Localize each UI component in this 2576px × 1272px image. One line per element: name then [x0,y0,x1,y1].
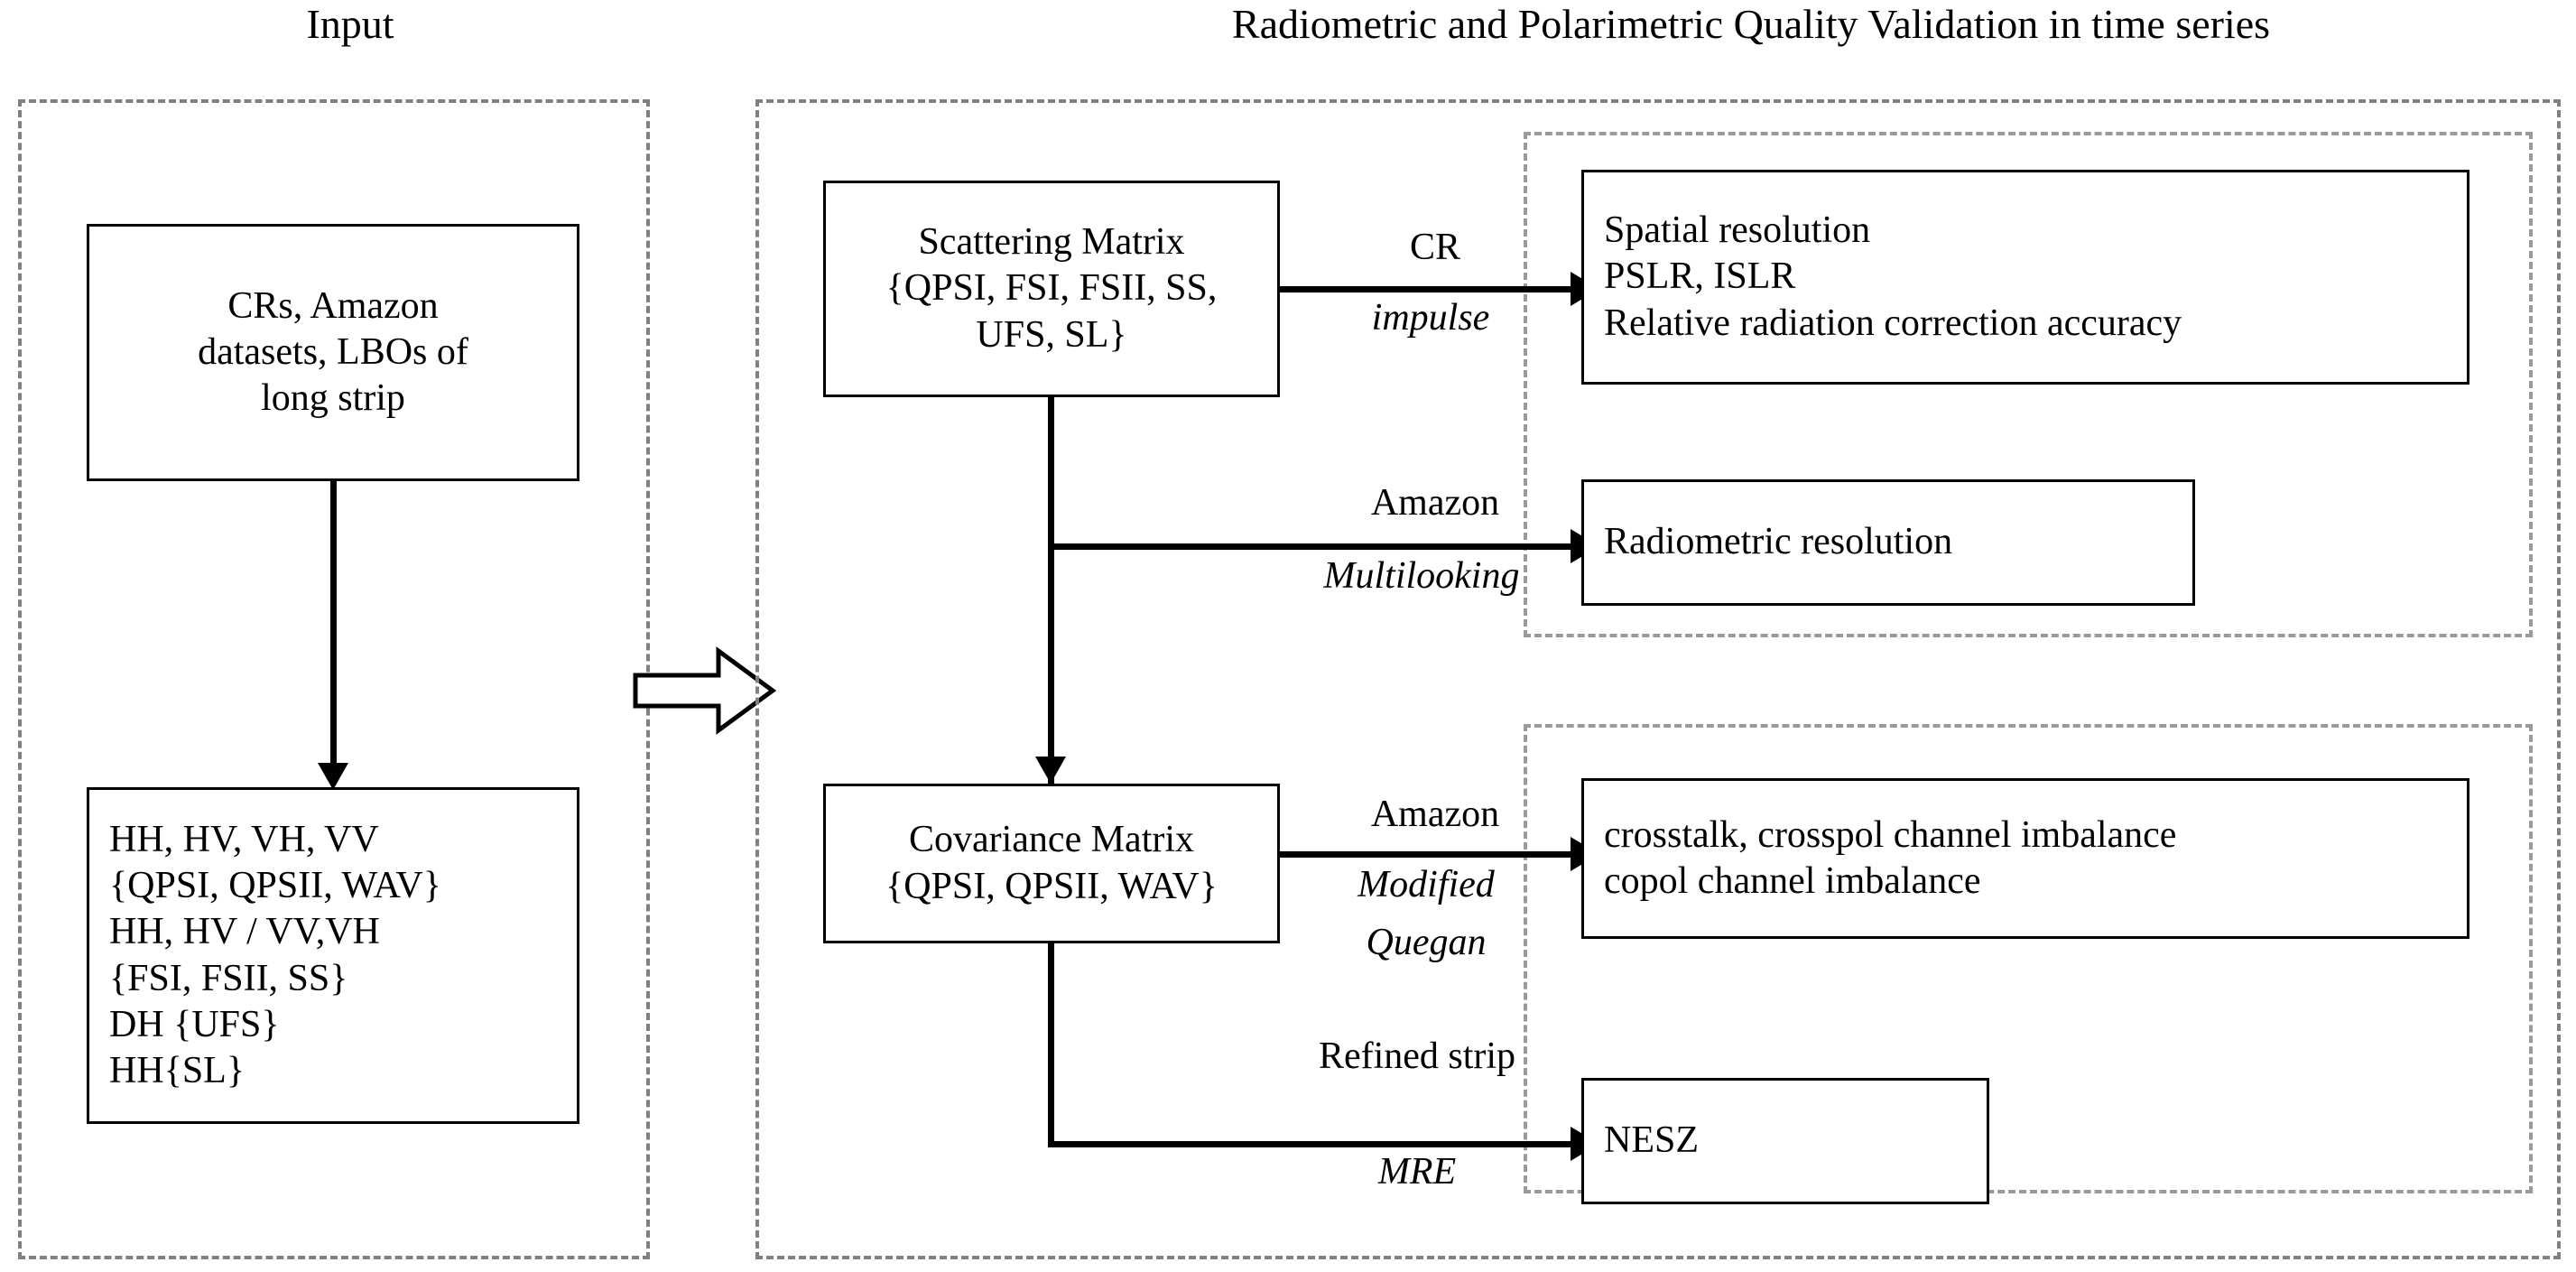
source-line-1: CRs, Amazon [227,284,439,327]
connector-covariance-trunk-down [1048,942,1054,1147]
spatial-line-1: Spatial resolution [1604,209,1871,252]
connector-scattering-to-spatial [1280,286,1587,292]
arrow-source-to-products-head [318,763,348,790]
edge-label-amazon-quegan-bottom-1: Modified [1357,864,1495,905]
block-arrow-right-icon [632,645,776,736]
source-data-box[interactable]: CRs, Amazon datasets, LBOs of long strip [87,224,579,481]
edge-label-cr-bottom: impulse [1371,297,1490,339]
connector-covariance-to-crosstalk [1280,851,1587,858]
scattering-matrix-box[interactable]: Scattering Matrix {QPSI, FSI, FSII, SS, … [823,181,1280,397]
page-title-input: Input [306,1,394,47]
connector-trunk-to-radiometric [1048,543,1587,550]
nesz-line-1: NESZ [1604,1119,1699,1162]
edge-label-mre-bottom: MRE [1377,1151,1457,1193]
scattering-line-3: UFS, SL} [976,313,1127,356]
crosstalk-box[interactable]: crosstalk, crosspol channel imbalance co… [1581,778,2469,939]
connector-source-to-products [330,481,337,770]
covariance-line-1: Covariance Matrix [908,819,1195,861]
page-title-validation: Radiometric and Polarimetric Quality Val… [1231,1,2271,47]
edge-label-amazon-quegan-top: Amazon [1370,794,1500,835]
scattering-line-1: Scattering Matrix [918,221,1185,264]
edge-label-amazon-multilooking-top: Amazon [1370,482,1500,524]
spatial-resolution-box[interactable]: Spatial resolution PSLR, ISLR Relative r… [1581,170,2469,385]
arrow-scattering-to-covariance-head [1035,757,1066,784]
edge-label-refined-strip-top: Refined strip [1318,1035,1516,1077]
spatial-line-3: Relative radiation correction accuracy [1604,302,2182,344]
products-line-1: HH, HV, VH, VV [109,818,379,860]
connector-scattering-trunk [1048,395,1054,784]
products-line-5: DH {UFS} [109,1003,280,1045]
products-line-3: HH, HV / VV,VH [109,911,380,953]
radiometric-resolution-box[interactable]: Radiometric resolution [1581,479,2195,606]
connector-covariance-to-nesz [1048,1141,1587,1147]
source-line-2: datasets, LBOs of [198,330,468,373]
products-line-2: {QPSI, QPSII, WAV} [109,865,441,907]
covariance-matrix-box[interactable]: Covariance Matrix {QPSI, QPSII, WAV} [823,784,1280,943]
spatial-line-2: PSLR, ISLR [1604,255,1796,298]
radiometric-line-1: Radiometric resolution [1604,521,1953,563]
products-line-4: {FSI, FSII, SS} [109,957,348,999]
validation-panel [755,99,2561,1259]
crosstalk-line-2: copol channel imbalance [1604,860,1981,902]
edge-label-amazon-quegan-bottom-2: Quegan [1366,922,1487,963]
polarimetric-group-panel [1524,724,2533,1193]
nesz-box[interactable]: NESZ [1581,1078,1989,1204]
scattering-line-2: {QPSI, FSI, FSII, SS, [885,267,1218,310]
products-data-box[interactable]: HH, HV, VH, VV {QPSI, QPSII, WAV} HH, HV… [87,787,579,1124]
radiometric-group-panel [1524,132,2533,637]
edge-label-amazon-multilooking-bottom: Multilooking [1323,555,1520,597]
products-line-6: HH{SL} [109,1049,245,1091]
covariance-line-2: {QPSI, QPSII, WAV} [885,865,1218,907]
edge-label-cr-top: CR [1409,227,1461,268]
source-line-3: long strip [261,377,405,420]
crosstalk-line-1: crosstalk, crosspol channel imbalance [1604,813,2177,856]
